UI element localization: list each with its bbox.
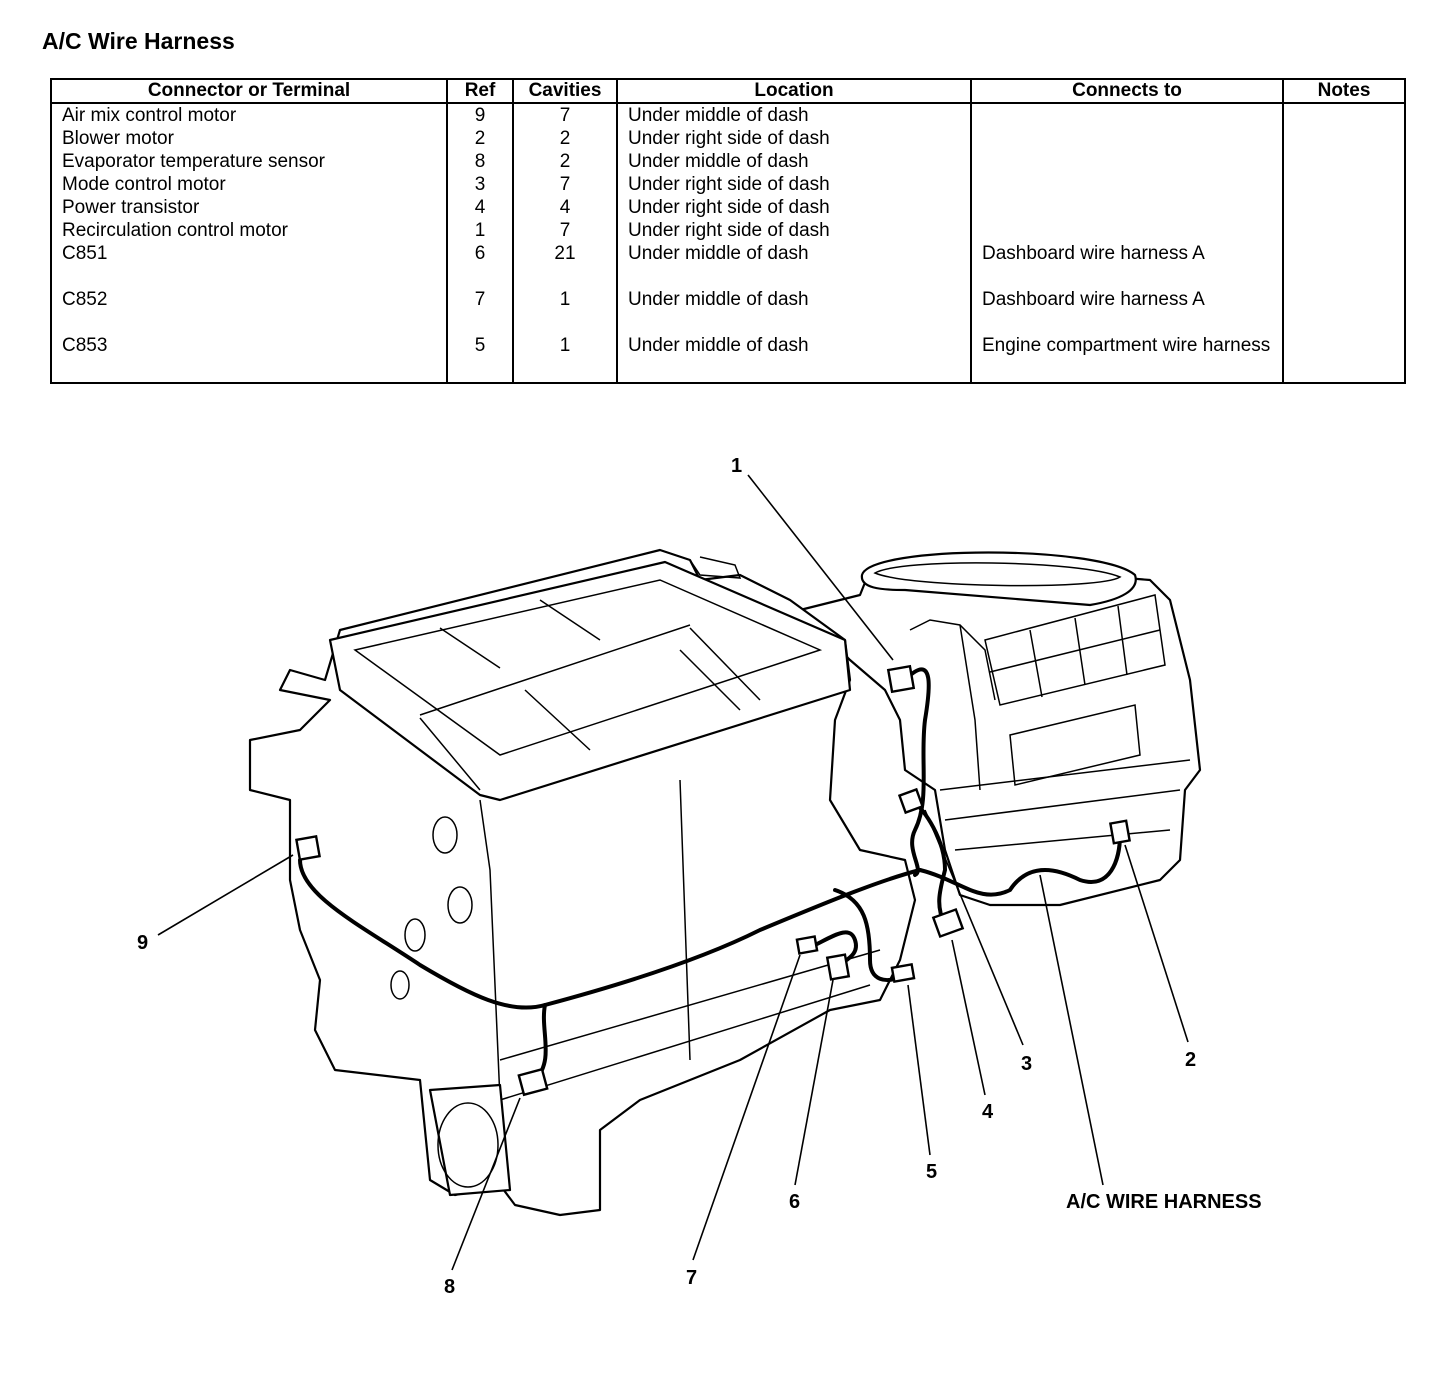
connector-4 <box>931 907 965 939</box>
cell-ref: 5 <box>446 334 514 384</box>
cell-connects-to: Engine compartment wire harness <box>970 334 1284 384</box>
connector-7 <box>795 935 819 955</box>
header-notes: Notes <box>1282 78 1406 104</box>
cell-location: Under right side of dash <box>616 173 972 196</box>
cell-ref: 9 <box>446 103 514 127</box>
callout-9: 9 <box>137 932 148 954</box>
callout-2: 2 <box>1185 1049 1196 1071</box>
table-row: Evaporator temperature sensor 8 2 Under … <box>50 150 1406 173</box>
harness-label: A/C WIRE HARNESS <box>1066 1191 1262 1213</box>
header-ref: Ref <box>446 78 514 104</box>
table-row: Air mix control motor 9 7 Under middle o… <box>50 103 1406 127</box>
callout-5: 5 <box>926 1161 937 1183</box>
cell-location: Under middle of dash <box>616 334 972 384</box>
cell-connects-to <box>970 196 1284 219</box>
cell-connects-to <box>970 150 1284 173</box>
cell-connects-to: Dashboard wire harness A <box>970 242 1284 288</box>
cell-notes <box>1282 103 1406 127</box>
callout-6: 6 <box>789 1191 800 1213</box>
cell-notes <box>1282 196 1406 219</box>
connector-table: Connector or Terminal Ref Cavities Locat… <box>50 78 1406 384</box>
harness-diagram: 1 2 3 4 5 6 7 8 9 A/C WIRE HARNESS <box>137 455 1262 1298</box>
table-row: Blower motor 2 2 Under right side of das… <box>50 127 1406 150</box>
cell-location: Under middle of dash <box>616 288 972 334</box>
header-cavities: Cavities <box>512 78 618 104</box>
connector-2 <box>1108 819 1132 845</box>
cell-connector: Air mix control motor <box>50 103 448 127</box>
table-row: C851 6 21 Under middle of dash Dashboard… <box>50 242 1406 288</box>
cell-cavities: 1 <box>512 288 618 334</box>
cell-connector: C851 <box>50 242 448 288</box>
cell-connects-to <box>970 127 1284 150</box>
cell-location: Under right side of dash <box>616 219 972 242</box>
cell-ref: 1 <box>446 219 514 242</box>
table-row: Power transistor 4 4 Under right side of… <box>50 196 1406 219</box>
table-header-row: Connector or Terminal Ref Cavities Locat… <box>50 78 1406 104</box>
cell-cavities: 4 <box>512 196 618 219</box>
leader-lines <box>157 474 1189 1271</box>
cell-cavities: 21 <box>512 242 618 288</box>
callout-8: 8 <box>444 1276 455 1298</box>
callout-7: 7 <box>686 1267 697 1289</box>
cell-ref: 8 <box>446 150 514 173</box>
cell-notes <box>1282 150 1406 173</box>
table-row: C852 7 1 Under middle of dash Dashboard … <box>50 288 1406 334</box>
header-connects-to: Connects to <box>970 78 1284 104</box>
cell-location: Under middle of dash <box>616 150 972 173</box>
cell-connector: Power transistor <box>50 196 448 219</box>
cell-cavities: 1 <box>512 334 618 384</box>
cell-notes <box>1282 334 1406 384</box>
connector-1 <box>886 664 916 694</box>
cell-cavities: 7 <box>512 103 618 127</box>
cell-connects-to <box>970 173 1284 196</box>
connector-5 <box>890 962 916 984</box>
cell-ref: 3 <box>446 173 514 196</box>
cell-connects-to <box>970 219 1284 242</box>
table-row: Recirculation control motor 1 7 Under ri… <box>50 219 1406 242</box>
blower-unit <box>798 551 1202 907</box>
cell-connects-to: Dashboard wire harness A <box>970 288 1284 334</box>
callout-4: 4 <box>982 1101 994 1123</box>
table-row: Mode control motor 3 7 Under right side … <box>50 173 1406 196</box>
cell-cavities: 7 <box>512 219 618 242</box>
cell-connector: Blower motor <box>50 127 448 150</box>
cell-connector: Evaporator temperature sensor <box>50 150 448 173</box>
cell-location: Under middle of dash <box>616 103 972 127</box>
callout-3: 3 <box>1021 1053 1032 1075</box>
cell-notes <box>1282 242 1406 288</box>
heater-unit <box>248 548 917 1217</box>
cell-cavities: 7 <box>512 173 618 196</box>
cell-cavities: 2 <box>512 150 618 173</box>
table-row: C853 5 1 Under middle of dash Engine com… <box>50 334 1406 384</box>
cell-notes <box>1282 127 1406 150</box>
cell-location: Under middle of dash <box>616 242 972 288</box>
cell-ref: 7 <box>446 288 514 334</box>
cell-connector: Recirculation control motor <box>50 219 448 242</box>
cell-connector: C852 <box>50 288 448 334</box>
cell-location: Under right side of dash <box>616 127 972 150</box>
header-location: Location <box>616 78 972 104</box>
cell-location: Under right side of dash <box>616 196 972 219</box>
cell-connects-to <box>970 103 1284 127</box>
cell-connector: Mode control motor <box>50 173 448 196</box>
page-title: A/C Wire Harness <box>42 28 235 54</box>
connector-9 <box>295 835 321 861</box>
cell-ref: 6 <box>446 242 514 288</box>
header-connector: Connector or Terminal <box>50 78 448 104</box>
cell-ref: 2 <box>446 127 514 150</box>
cell-notes <box>1282 219 1406 242</box>
cell-cavities: 2 <box>512 127 618 150</box>
cell-notes <box>1282 288 1406 334</box>
connector-3 <box>897 787 925 815</box>
connector-8 <box>517 1067 549 1097</box>
cell-connector: C853 <box>50 334 448 384</box>
connector-6 <box>825 953 851 981</box>
wire-harness <box>298 667 1122 1082</box>
cell-ref: 4 <box>446 196 514 219</box>
callout-1: 1 <box>731 455 742 477</box>
cell-notes <box>1282 173 1406 196</box>
